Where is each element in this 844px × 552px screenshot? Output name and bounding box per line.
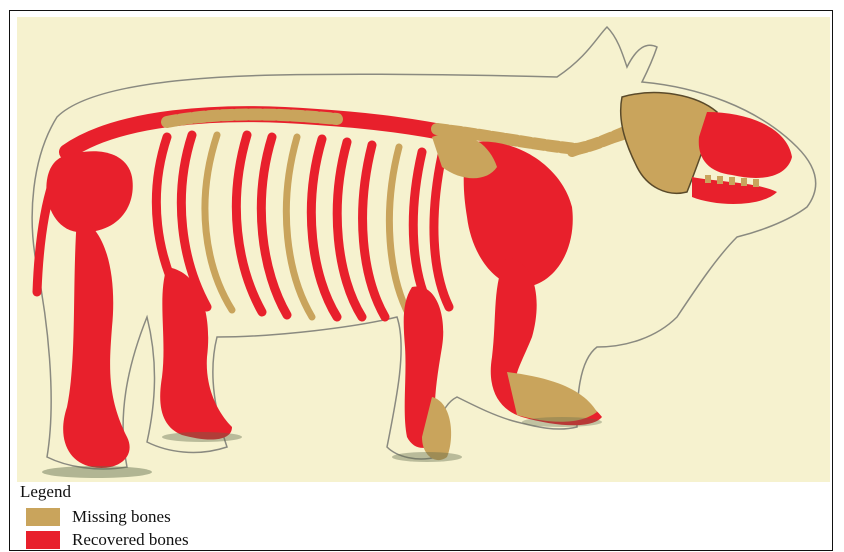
rhinoceros-skeleton-illustration <box>17 17 830 482</box>
shadow-4 <box>522 417 602 427</box>
shadow-3 <box>392 452 462 462</box>
legend: Legend Missing bones Recovered bones <box>20 480 320 550</box>
legend-title: Legend <box>20 482 71 502</box>
legend-swatch-missing <box>26 508 60 526</box>
legend-label-recovered: Recovered bones <box>72 529 189 551</box>
shadow-1 <box>42 466 152 478</box>
shadow-2 <box>162 432 242 442</box>
legend-swatch-recovered <box>26 531 60 549</box>
legend-label-missing: Missing bones <box>72 506 171 528</box>
